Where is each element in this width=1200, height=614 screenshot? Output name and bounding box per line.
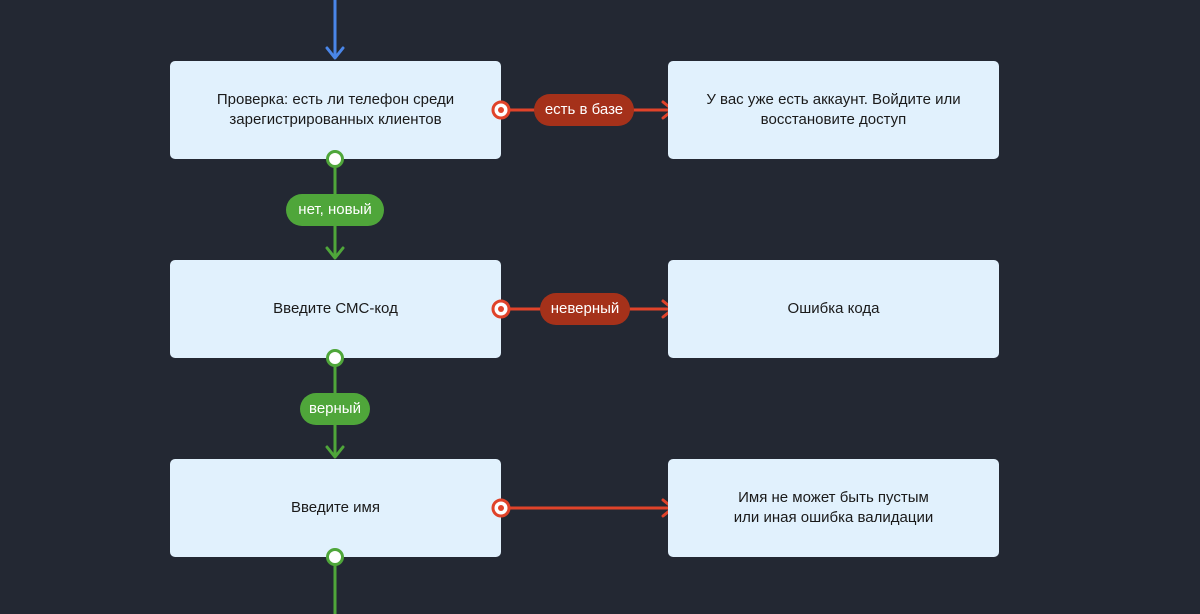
entry-arrowhead — [325, 46, 345, 60]
node-phone-check: Проверка: есть ли телефон среди зарегист… — [170, 61, 501, 159]
arrowhead-to-sms — [325, 246, 345, 260]
edge-label-wrong-code: неверный — [540, 293, 630, 325]
edge-label-new-user: нет, новый — [286, 194, 384, 226]
edge-label-correct-code: верный — [300, 393, 370, 425]
node-enter-name: Введите имя — [170, 459, 501, 557]
node-enter-sms-code: Введите СМС-код — [170, 260, 501, 358]
node-name-error: Имя не может быть пустым или иная ошибка… — [668, 459, 999, 557]
node-code-error: Ошибка кода — [668, 260, 999, 358]
edge-label-in-database: есть в базе — [534, 94, 634, 126]
arrowhead-to-name — [325, 445, 345, 459]
node-account-exists: У вас уже есть аккаунт. Войдите или восс… — [668, 61, 999, 159]
